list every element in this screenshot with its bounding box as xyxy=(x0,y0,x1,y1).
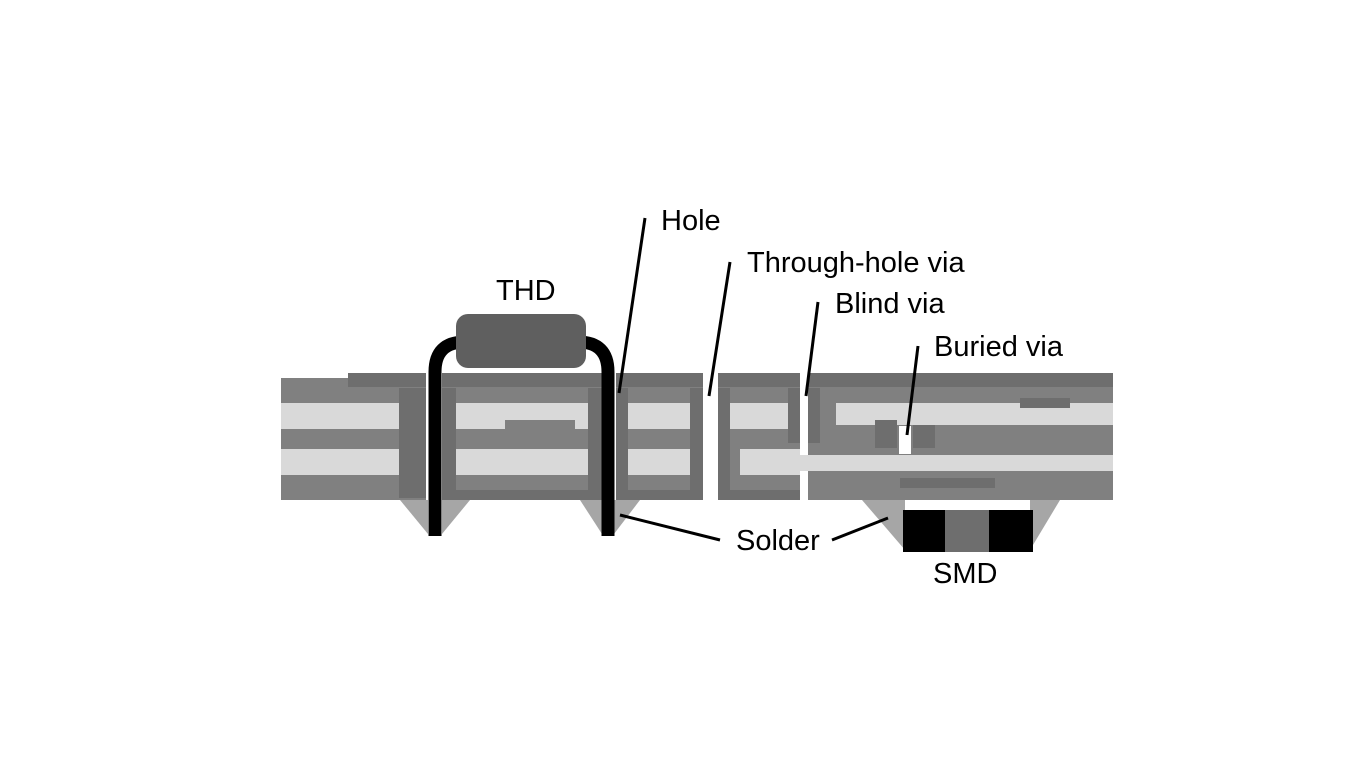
copper-pad xyxy=(348,373,426,387)
board-segment-left xyxy=(281,373,426,500)
board-segment-via-middle xyxy=(718,373,800,500)
label-through-hole-via: Through-hole via xyxy=(747,247,965,279)
copper-pad xyxy=(718,490,800,500)
board-segment-right xyxy=(800,373,1113,500)
board-bottom xyxy=(808,488,1113,500)
solder-fillet-thd-left-inner xyxy=(442,500,470,534)
board-light-layer xyxy=(730,403,788,429)
thd-body xyxy=(456,314,586,368)
copper-pad xyxy=(808,388,820,443)
board-segment-thd-middle xyxy=(442,373,602,500)
copper-pad xyxy=(875,420,897,448)
smd-cap-right xyxy=(989,510,1033,552)
leader-line-buried-via xyxy=(905,345,920,436)
board-core xyxy=(442,378,602,500)
smd-center xyxy=(945,510,989,552)
copper-pad xyxy=(442,490,602,500)
copper-pad xyxy=(442,388,456,498)
leader-line-through-hole-via xyxy=(707,261,732,397)
copper-pad xyxy=(616,388,628,498)
copper-pad xyxy=(616,373,703,387)
board-core xyxy=(718,378,800,500)
copper-pad xyxy=(616,490,703,500)
buried-via-hole xyxy=(899,426,911,454)
board-dark-band xyxy=(916,426,1113,444)
copper-pad xyxy=(442,373,602,387)
board-light-layer xyxy=(628,403,690,429)
copper-pad xyxy=(913,425,935,448)
copper-pad xyxy=(588,388,602,498)
solder-fillet-smd-right xyxy=(1030,500,1060,550)
board-segment-hole-right xyxy=(616,373,703,500)
board-light-layer xyxy=(836,403,1113,425)
label-buried-via: Buried via xyxy=(934,331,1064,363)
board-light-layer xyxy=(281,449,399,475)
smd-component xyxy=(903,510,1033,552)
copper-pad xyxy=(900,478,995,488)
label-solder: Solder xyxy=(736,525,820,557)
copper-pad xyxy=(718,373,800,387)
smd-cap-left xyxy=(903,510,945,552)
leader-lines xyxy=(617,217,920,542)
board-light-layer xyxy=(281,403,399,429)
board-core xyxy=(616,378,703,500)
leader-line-solder-right xyxy=(831,516,889,542)
copper-pad xyxy=(1020,398,1070,408)
label-blind-via: Blind via xyxy=(835,288,945,320)
solder-fillet-thd-right xyxy=(580,500,602,534)
board-light-layer xyxy=(456,449,588,475)
thd-component xyxy=(428,314,615,536)
leader-line-solder-left xyxy=(619,513,721,542)
copper-pad xyxy=(399,388,426,498)
board-light-layer xyxy=(740,449,800,475)
leader-line-hole xyxy=(617,217,647,394)
copper-pad xyxy=(788,388,800,443)
smd-standoff-gap xyxy=(938,500,990,510)
solder-fillet-smd-left xyxy=(862,500,905,550)
label-thd: THD xyxy=(496,275,556,307)
label-smd: SMD xyxy=(933,558,997,590)
board-light-layer xyxy=(800,455,1113,471)
solder-fillet-thd-left xyxy=(400,500,428,534)
copper-pad xyxy=(808,373,1113,387)
copper-pad xyxy=(690,388,703,498)
board-dark-band xyxy=(505,420,575,429)
copper-pad xyxy=(718,388,730,498)
label-hole: Hole xyxy=(661,205,721,237)
labels: THD Hole Through-hole via Blind via Buri… xyxy=(496,205,1064,590)
board-light-layer xyxy=(628,449,690,475)
blind-via-hole xyxy=(800,378,808,454)
leader-line-blind-via xyxy=(804,301,820,397)
